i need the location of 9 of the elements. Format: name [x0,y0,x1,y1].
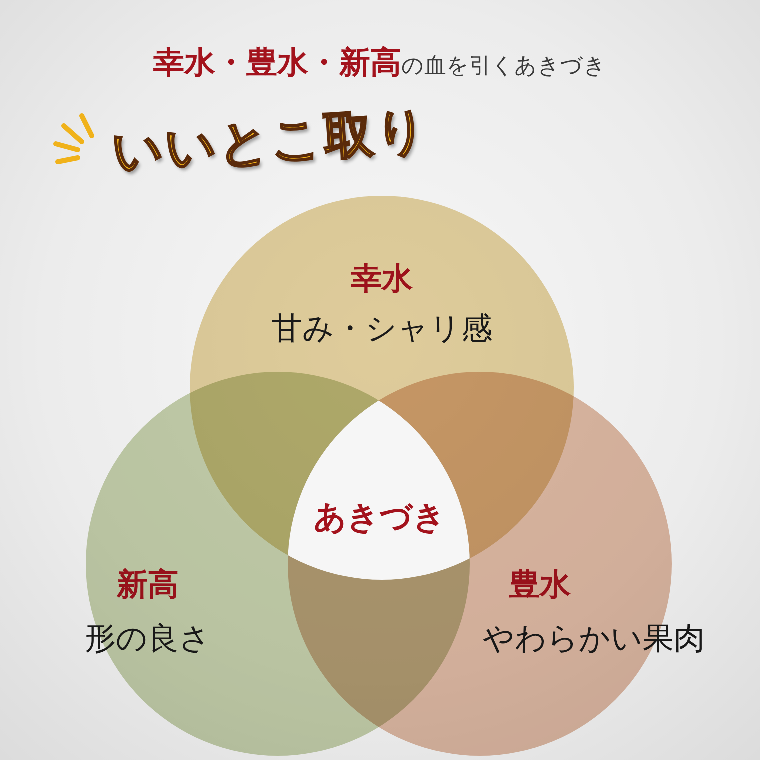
center-label: あきづき [314,496,446,540]
trait-text: 形の良さ [85,620,211,659]
trait-text: やわらかい果肉 [483,620,705,659]
title: 幸水・豊水・新高の血を引くあきづき [152,44,608,83]
variety-name: 新高 [117,566,179,605]
variety-name: 幸水 [351,260,413,299]
trait-text: 甘み・シャリ感 [272,310,492,349]
subtitle: いいとこ取り [110,100,431,183]
variety-name: 豊水 [509,566,571,605]
